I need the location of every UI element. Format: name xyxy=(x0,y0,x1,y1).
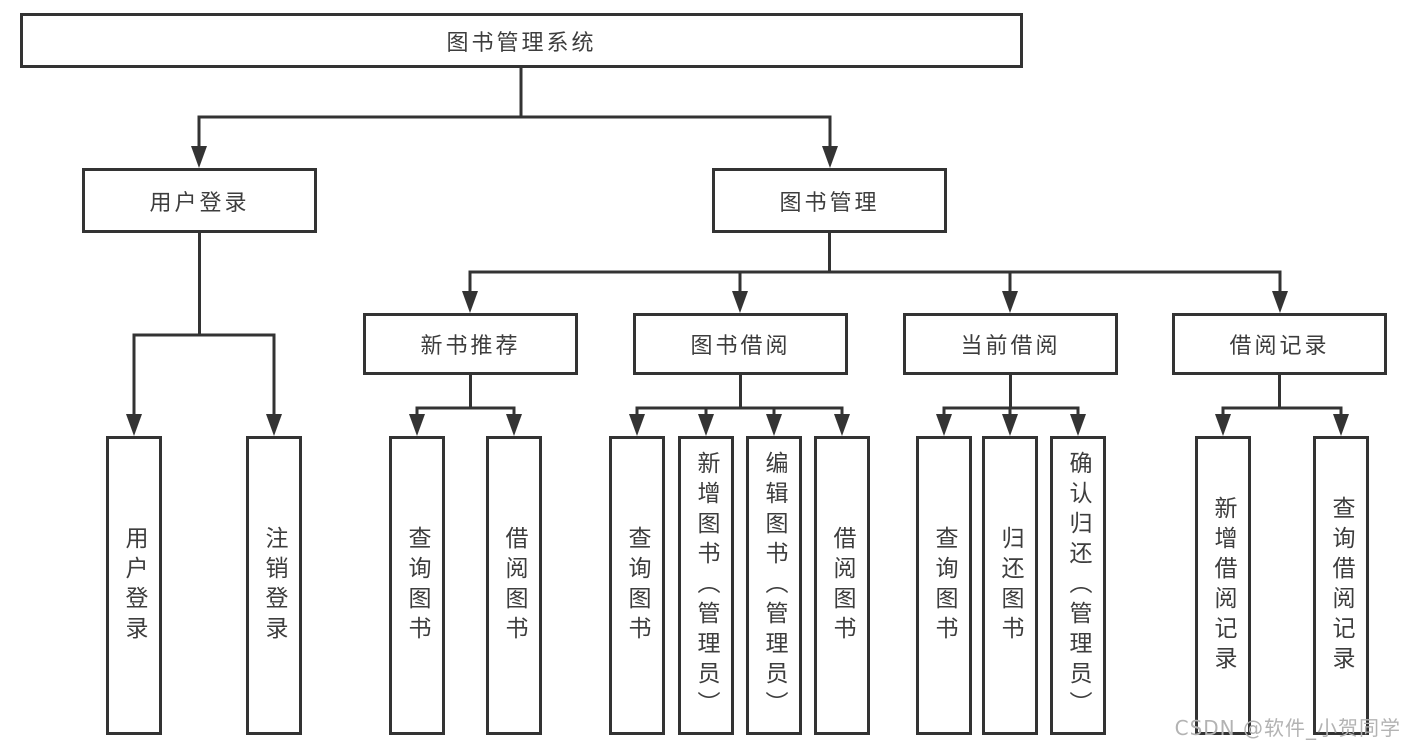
node-bb-borrow-books: 借阅图书 xyxy=(814,436,870,735)
connector-current-borrowing-to-children xyxy=(942,375,1080,415)
connector-arrowhead xyxy=(822,146,838,168)
connector-borrowing-records-to-children xyxy=(1221,375,1343,415)
node-user-login-label: 用户登录 xyxy=(149,190,250,216)
node-bb-add-books-admin-label: 新增图书（管理员） xyxy=(693,450,719,721)
node-user-login: 用户登录 xyxy=(82,168,317,233)
node-login-label: 用户登录 xyxy=(121,525,147,646)
connector-arrowhead xyxy=(1215,414,1231,436)
connector-arrowhead xyxy=(1070,414,1086,436)
node-book-management: 图书管理 xyxy=(712,168,947,233)
node-system: 图书管理系统 xyxy=(20,13,1023,68)
node-bb-query-books-label: 查询图书 xyxy=(624,525,650,646)
node-bb-query-books: 查询图书 xyxy=(609,436,665,735)
node-cb-return-books-label: 归还图书 xyxy=(997,525,1023,646)
connector-arrowhead xyxy=(1272,291,1288,313)
connector-root-to-level2 xyxy=(197,68,832,147)
node-nbr-borrow-books: 借阅图书 xyxy=(486,436,542,735)
connector-arrowhead xyxy=(1002,291,1018,313)
connector-arrowhead xyxy=(126,414,142,436)
connector-arrowhead xyxy=(834,414,850,436)
node-new-book-recommend-label: 新书推荐 xyxy=(420,334,521,359)
node-nbr-borrow-books-label: 借阅图书 xyxy=(501,525,527,646)
connector-arrowhead xyxy=(1333,414,1349,436)
connector-book-borrowing-to-children xyxy=(635,375,844,415)
connector-arrowhead xyxy=(629,414,645,436)
node-system-label: 图书管理系统 xyxy=(446,30,597,56)
node-bb-add-books-admin: 新增图书（管理员） xyxy=(678,436,734,735)
node-cb-confirm-return-admin-label: 确认归还（管理员） xyxy=(1065,450,1091,721)
connector-arrowhead xyxy=(506,414,522,436)
node-br-query-record-label: 查询借阅记录 xyxy=(1328,495,1354,676)
connector-arrowhead xyxy=(462,291,478,313)
connector-arrowhead xyxy=(1002,414,1018,436)
connector-user-login-to-children xyxy=(132,233,276,415)
node-cb-confirm-return-admin: 确认归还（管理员） xyxy=(1050,436,1106,735)
node-book-borrowing: 图书借阅 xyxy=(633,313,848,375)
connector-arrowhead xyxy=(732,291,748,313)
node-nbr-query-books-label: 查询图书 xyxy=(404,525,430,646)
node-cb-query-books: 查询图书 xyxy=(916,436,972,735)
connector-arrowhead xyxy=(698,414,714,436)
node-login: 用户登录 xyxy=(106,436,162,735)
node-br-query-record: 查询借阅记录 xyxy=(1313,436,1369,735)
connector-arrowhead xyxy=(936,414,952,436)
node-br-add-record-label: 新增借阅记录 xyxy=(1210,495,1236,676)
node-book-borrowing-label: 图书借阅 xyxy=(690,334,791,359)
connector-arrowhead xyxy=(409,414,425,436)
node-logout: 注销登录 xyxy=(246,436,302,735)
node-cb-return-books: 归还图书 xyxy=(982,436,1038,735)
node-borrowing-records: 借阅记录 xyxy=(1172,313,1387,375)
node-nbr-query-books: 查询图书 xyxy=(389,436,445,735)
connector-arrowhead xyxy=(266,414,282,436)
node-new-book-recommend: 新书推荐 xyxy=(363,313,578,375)
connector-new-book-recommend-to-children xyxy=(415,375,516,415)
node-cb-query-books-label: 查询图书 xyxy=(931,525,957,646)
connector-book-mgmt-to-sections xyxy=(468,233,1282,292)
node-book-management-label: 图书管理 xyxy=(779,190,880,216)
node-current-borrowing: 当前借阅 xyxy=(903,313,1118,375)
connector-arrowhead xyxy=(766,414,782,436)
csdn-watermark: CSDN @软件_小贺同学 xyxy=(1174,716,1401,740)
node-bb-borrow-books-label: 借阅图书 xyxy=(829,525,855,646)
node-borrowing-records-label: 借阅记录 xyxy=(1229,334,1330,359)
node-current-borrowing-label: 当前借阅 xyxy=(960,334,1061,359)
node-bb-edit-books-admin-label: 编辑图书（管理员） xyxy=(761,450,787,721)
connector-arrowhead xyxy=(191,146,207,168)
node-bb-edit-books-admin: 编辑图书（管理员） xyxy=(746,436,802,735)
node-br-add-record: 新增借阅记录 xyxy=(1195,436,1251,735)
node-logout-label: 注销登录 xyxy=(261,525,287,646)
